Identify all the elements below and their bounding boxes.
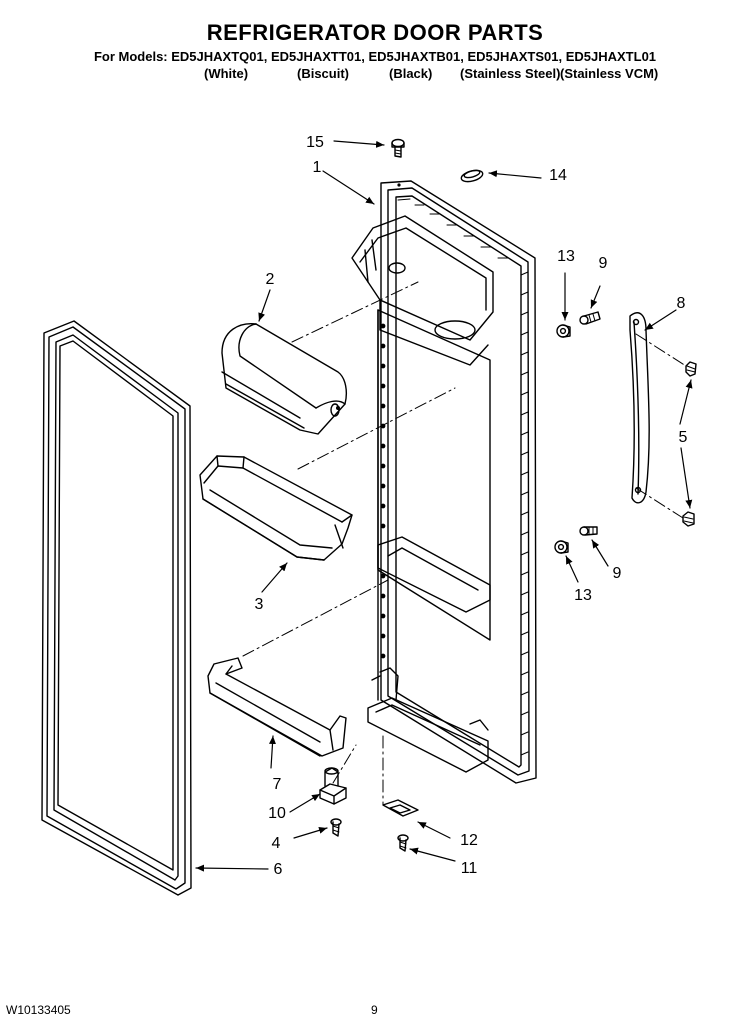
handle-bushing-bottom — [554, 540, 569, 554]
callout-9-bottom: 9 — [613, 565, 622, 582]
assembly-guide-lines — [242, 281, 687, 806]
callout-1: 1 — [313, 159, 322, 176]
door-liner — [351, 180, 537, 784]
screw-part-11 — [397, 834, 409, 852]
callout-13-top: 13 — [557, 248, 575, 265]
color-biscuit: (Biscuit) — [297, 66, 349, 81]
callout-4: 4 — [272, 835, 281, 852]
handle-screw-bottom — [579, 526, 598, 536]
callout-3: 3 — [255, 596, 264, 613]
callout-11: 11 — [461, 860, 478, 877]
callout-5: 5 — [679, 429, 688, 446]
handle-stud-top — [685, 361, 697, 377]
callout-13-bottom: 13 — [574, 587, 592, 604]
screw-part-4 — [330, 818, 342, 837]
cap-part-14 — [460, 169, 484, 183]
callout-14: 14 — [549, 167, 567, 184]
handle-screw-top — [579, 311, 601, 325]
callout-9-top: 9 — [599, 255, 608, 272]
hinge-shim — [382, 799, 419, 817]
handle-bushing-top — [556, 324, 571, 338]
leader-lines — [195, 140, 693, 872]
handle-stud-bottom — [682, 511, 695, 527]
callout-8: 8 — [677, 295, 686, 312]
callout-2: 2 — [266, 271, 275, 288]
callout-10: 10 — [268, 805, 286, 822]
color-black: (Black) — [389, 66, 433, 81]
hinge-bushing — [319, 767, 347, 805]
door-bin — [199, 455, 353, 561]
door-gasket — [41, 320, 192, 896]
color-stainless-steel: (Stainless Steel) — [460, 66, 561, 81]
models-line: For Models: ED5JHAXTQ01, ED5JHAXTT01, ED… — [93, 49, 657, 64]
callout-15: 15 — [306, 134, 324, 151]
color-white: (White) — [204, 66, 249, 81]
color-stainless-vcm: (Stainless VCM) — [560, 66, 659, 81]
callout-6: 6 — [274, 861, 283, 878]
document-number: W10133405 — [6, 1003, 71, 1017]
page-number: 9 — [371, 1003, 378, 1017]
door-handle — [629, 312, 650, 504]
lower-door-bin — [207, 657, 347, 757]
screw-part-15 — [391, 138, 405, 158]
callout-12: 12 — [460, 832, 478, 849]
page-title: REFRIGERATOR DOOR PARTS — [206, 20, 544, 45]
callout-7: 7 — [273, 776, 282, 793]
dairy-compartment-door — [221, 323, 347, 435]
